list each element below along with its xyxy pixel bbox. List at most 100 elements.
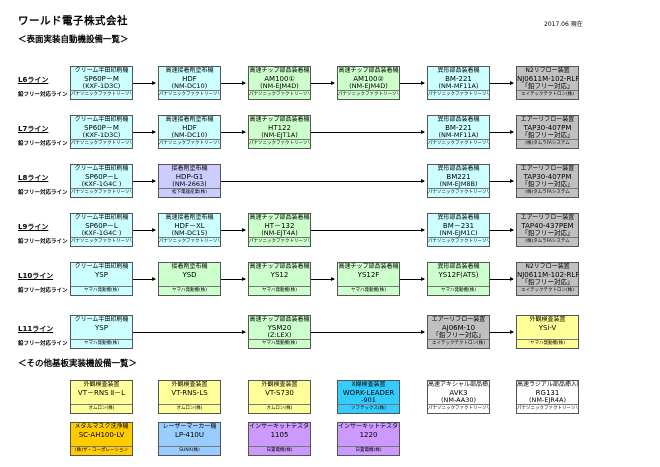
machine-maker: パナソニックファクトリーソリューションズ(株) — [428, 404, 490, 411]
pb-free-label: 鉛フリー対応ライン — [18, 341, 68, 347]
machine-type: エアーリフロー装置 — [520, 116, 575, 123]
machine-maker: ヤマハ発動機(株) — [159, 286, 220, 295]
machine-maker: パナソニックファクトリーソリューションズ(株) — [71, 90, 133, 97]
machine-type: 高速接着剤塗布機 — [165, 67, 214, 74]
flow-arrow — [133, 179, 156, 183]
machine-type: 異形部品装着機 — [437, 116, 480, 123]
machine-type: 高速接着剤塗布機 — [165, 116, 214, 123]
section-title-other: ＜その他基板実装機設備一覧＞ — [18, 359, 138, 369]
machine-type: クリーム半田印刷機 — [74, 316, 129, 323]
machine-maker: (株)ザ・コーポレーション — [71, 446, 132, 455]
machine-type: 接着剤塗布機 — [171, 263, 208, 270]
machine-model: WORK-LEADER — [342, 388, 395, 397]
machine-code: (KXF-1D3C) — [82, 130, 121, 139]
machine-box: 高速チップ部品装着機HT122(NM-EJT1A)パナソニックファクトリーソリュ… — [248, 115, 311, 149]
machine-model: AM100② — [353, 74, 384, 83]
machine-maker: パナソニックファクトリーソリューションズ(株) — [428, 188, 490, 195]
machine-type: 高速チップ部品装着機 — [338, 263, 399, 270]
machine-code: (KXF-1G4C ) — [81, 179, 122, 188]
machine-code: (NM-EJM4D) — [349, 81, 388, 90]
machine-model: BM-221 — [445, 123, 472, 132]
machine-model: NJ0611M-102-RLF — [517, 74, 579, 83]
machine-model: BM221 — [446, 172, 471, 181]
flow-arrow — [311, 130, 425, 134]
machine-type: 高速接着剤塗布機 — [165, 214, 214, 221]
machine-code: (NM-DC10) — [171, 130, 208, 139]
machine-maker: ヤマハ発動機(株) — [338, 286, 399, 295]
machine-type: クリーム半田印刷機 — [74, 165, 129, 172]
section-title-smt: ＜表面実装自動機設備一覧＞ — [18, 35, 129, 45]
line-label: L10ライン — [18, 272, 54, 280]
machine-maker: パナソニックファクトリーソリューションズ(株) — [159, 237, 221, 244]
machine-code: (NM-EJM8B) — [439, 179, 478, 188]
machine-maker: パナソニックファクトリーソリューションズ(株) — [159, 90, 221, 97]
machine-type: メタルマスク洗浄機 — [74, 423, 129, 430]
machine-model: HDF－XL — [174, 221, 205, 230]
machine-type: 高速チップ部品装着機 — [249, 316, 310, 323]
machine-model: VT－RNS Ⅱ－L — [77, 388, 126, 397]
machine-maker: パナソニックファクトリーソリューションズ(株) — [338, 90, 400, 97]
flow-arrow — [311, 277, 335, 281]
machine-maker: オムロン(株) — [159, 404, 220, 413]
machine-model: SP60P－M — [84, 74, 119, 83]
line-label: L6ライン — [18, 76, 49, 84]
machine-code: (NM-EJM1C) — [439, 228, 478, 237]
machine-model: YSP — [95, 270, 108, 279]
machine-maker: パナソニックファクトリーソリューションズ(株) — [249, 237, 311, 244]
machine-code: (NM-EJM4D) — [260, 81, 299, 90]
machine-maker: (株)タムラFAシステム — [517, 139, 578, 148]
machine-model: NJ0611M-102-RLF — [517, 270, 579, 279]
machine-maker: ヤマハ発動機(株) — [517, 339, 578, 348]
machine-maker: パナソニックファクトリーソリューションズ(株) — [249, 90, 311, 97]
machine-code: 「鉛フリー対応」 — [521, 228, 574, 237]
machine-code: (NM-MF11A) — [438, 81, 479, 90]
machine-model: SP60P－L — [85, 172, 118, 181]
machine-code: 「鉛フリー対応」 — [432, 330, 485, 339]
machine-model: VT-RNS-LS — [171, 388, 208, 397]
machine-model: BM-221 — [445, 74, 472, 83]
machine-type: 外観検査装置 — [83, 381, 120, 388]
flow-arrow — [400, 277, 425, 281]
machine-type: 異形部品装着機 — [437, 165, 480, 172]
pb-free-label: 鉛フリー対応ライン — [18, 141, 68, 147]
machine-maker: オムロン(株) — [249, 404, 310, 413]
machine-model: SP60P－L — [85, 221, 118, 230]
machine-model: 1105 — [270, 430, 289, 439]
pb-free-label: 鉛フリー対応ライン — [18, 92, 68, 98]
machine-type: X線検査装置 — [351, 381, 386, 388]
machine-model: HDF — [182, 74, 197, 83]
machine-model: VT-S730 — [265, 388, 294, 397]
equipment-box: 高速アキシャル部品挿入機AVK3(NM-AA30)パナソニックファクトリーソリュ… — [427, 380, 490, 414]
machine-code: (NM-EJR4A) — [528, 395, 566, 404]
machine-model: YS12F — [357, 270, 380, 279]
machine-model: AVK3 — [449, 388, 468, 397]
machine-model: YSP — [95, 323, 108, 332]
machine-code: (NM-AA30) — [440, 395, 477, 404]
machine-code: 「鉛フリー対応」 — [521, 81, 574, 90]
pb-free-label: 鉛フリー対応ライン — [18, 239, 68, 245]
machine-code: (NM-DC10) — [171, 81, 208, 90]
flow-arrow — [490, 277, 514, 281]
machine-type: クリーム半田印刷機 — [74, 263, 129, 270]
machine-box: 高速接着剤塗布機HDF(NM-DC10)パナソニックファクトリーソリューションズ… — [158, 115, 221, 149]
company-name: ワールド電子株式会社 — [18, 15, 128, 27]
machine-code: (NM-EJT1A) — [261, 130, 298, 139]
machine-type: クリーム半田印刷機 — [74, 214, 129, 221]
machine-maker: パナソニックファクトリーソリューションズ(株) — [71, 188, 133, 195]
machine-type: N2リフロー装置 — [525, 263, 570, 270]
